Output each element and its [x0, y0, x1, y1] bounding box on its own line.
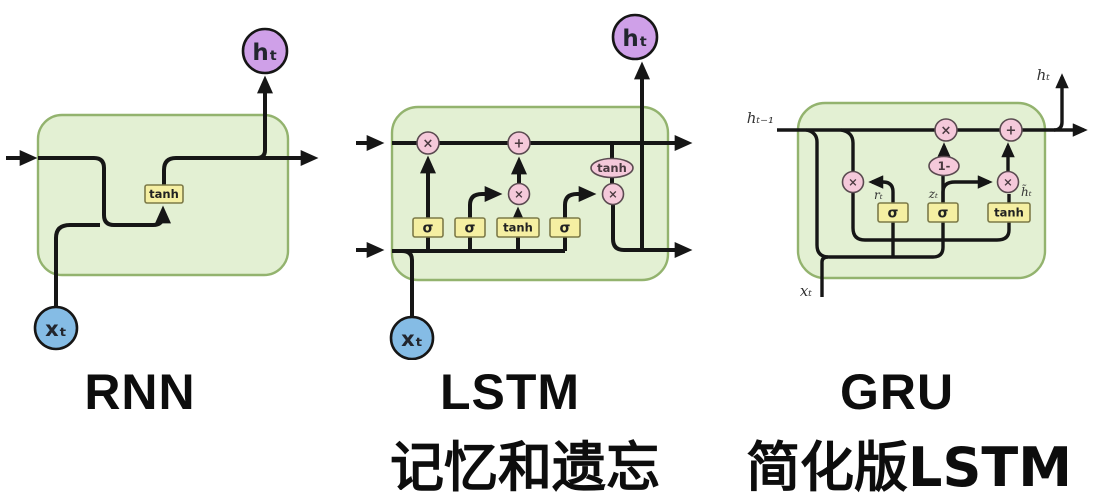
rnn-xt-node: [33, 305, 79, 351]
lstm-tanh-op-label: tanh: [597, 161, 627, 175]
lstm-sigma1-gate: [412, 217, 444, 238]
rnn-ht-node: [241, 27, 289, 75]
gru-hprev-label: hₜ₋₁: [747, 109, 774, 127]
gru-sigma-r-label: σ: [888, 206, 899, 222]
lstm-title: LSTM: [439, 364, 581, 420]
lstm-add-op: [507, 131, 531, 155]
lstm-tanh-gate: [496, 217, 540, 238]
gru-hout-label: hₜ: [1037, 66, 1051, 84]
gru-ht-branch-wire: [1053, 73, 1069, 132]
lstm-hidden-output-wire: [611, 205, 693, 258]
gru-multiply-h-label: ×: [1003, 175, 1013, 189]
gru-tanh-gate: [987, 202, 1031, 223]
gru-tanh-gate-label: tanh: [994, 206, 1024, 220]
gru-multiply-r-op: [841, 170, 865, 194]
lstm-ht-node: [611, 13, 659, 61]
gru-reset-gate-arrow: [868, 175, 895, 203]
gru-caption: 简化版LSTM: [746, 436, 1072, 499]
gru-oneminus-label: 1-: [938, 159, 951, 173]
rnn-xt-wire: [54, 223, 100, 306]
rnn-title: RNN: [84, 364, 196, 420]
rnn-ht-node-label: hₜ: [252, 40, 277, 66]
gru-title: GRU: [839, 364, 955, 420]
gru-sigma-z-label: σ: [938, 206, 949, 222]
lstm-sigma2-gate: [454, 217, 486, 238]
gru-candidate-label: h̃ₜ: [1021, 183, 1032, 199]
lstm-multiply2-label: ×: [514, 187, 524, 201]
lstm-multiply1-op: [416, 131, 440, 155]
lstm-tanh-op: [590, 157, 634, 179]
lstm-xt-node-label: xₜ: [401, 327, 423, 351]
gru-multiply-r-label: ×: [848, 175, 858, 189]
gru-add-op: [999, 118, 1023, 142]
lstm-multiply3-op: [601, 182, 625, 206]
lstm-multiply1-label: ×: [423, 137, 434, 152]
rnn-output-wire: [162, 150, 319, 185]
lstm-sigma3-gate: [549, 217, 581, 238]
lstm-output-gate-arrow: [563, 186, 597, 218]
gru-update-branch-arrow: [941, 175, 993, 203]
rnn-xt-node-label: xₜ: [45, 317, 67, 341]
gru-add-label: +: [1006, 124, 1017, 139]
gru-oneminus-op: [928, 155, 960, 177]
gru-hprev-drop-wire: [805, 128, 945, 259]
lstm-sigma1-label: σ: [423, 221, 434, 237]
gru-update-label: zₜ: [928, 187, 938, 201]
lstm-add-label: +: [514, 137, 525, 152]
gru-reset-label: rₜ: [874, 188, 883, 202]
lstm-xt-node: [389, 315, 435, 360]
gru-cell-box: [796, 101, 1047, 280]
gru-reset-drop-wire: [840, 128, 855, 171]
gru-multiply-top-op: [934, 118, 958, 142]
lstm-tanh-gate-label: tanh: [503, 221, 533, 235]
gru-diagram: × + × 1- × σ σ tanh hₜ₋₁ hₜ xₜ rₜ zₜ h̃ₜ: [747, 66, 1088, 300]
gru-reset-out-wire: [851, 193, 1011, 242]
lstm-input-gate-arrow: [468, 186, 503, 218]
gru-xin-label: xₜ: [800, 282, 812, 300]
lstm-sigma3-label: σ: [560, 221, 571, 237]
rnn-state-dip-wire: [38, 156, 171, 227]
gru-xt-wire: [820, 255, 829, 297]
diagrams-canvas: tanh hₜ xₜ ×: [6, 13, 1088, 360]
lstm-diagram: × + × tanh × σ σ tanh σ hₜ xₜ: [356, 13, 693, 360]
lstm-ht-node-label: hₜ: [622, 26, 647, 52]
rnn-tanh-gate-label: tanh: [149, 187, 179, 201]
rnn-ht-branch-wire: [256, 75, 273, 160]
rnn-diagram: tanh hₜ xₜ: [6, 27, 319, 351]
lstm-multiply2-op: [507, 182, 531, 206]
gru-multiply-top-label: ×: [941, 124, 952, 139]
rnn-tanh-gate: [144, 184, 184, 204]
lstm-sigma2-label: σ: [465, 221, 476, 237]
lstm-caption: 记忆和遗忘: [390, 436, 660, 499]
gru-sigma-z-gate: [927, 202, 959, 223]
gru-sigma-r-gate: [877, 202, 909, 223]
lstm-multiply3-label: ×: [608, 187, 618, 201]
gru-multiply-h-op: [996, 170, 1020, 194]
lstm-xt-wire: [392, 249, 414, 316]
